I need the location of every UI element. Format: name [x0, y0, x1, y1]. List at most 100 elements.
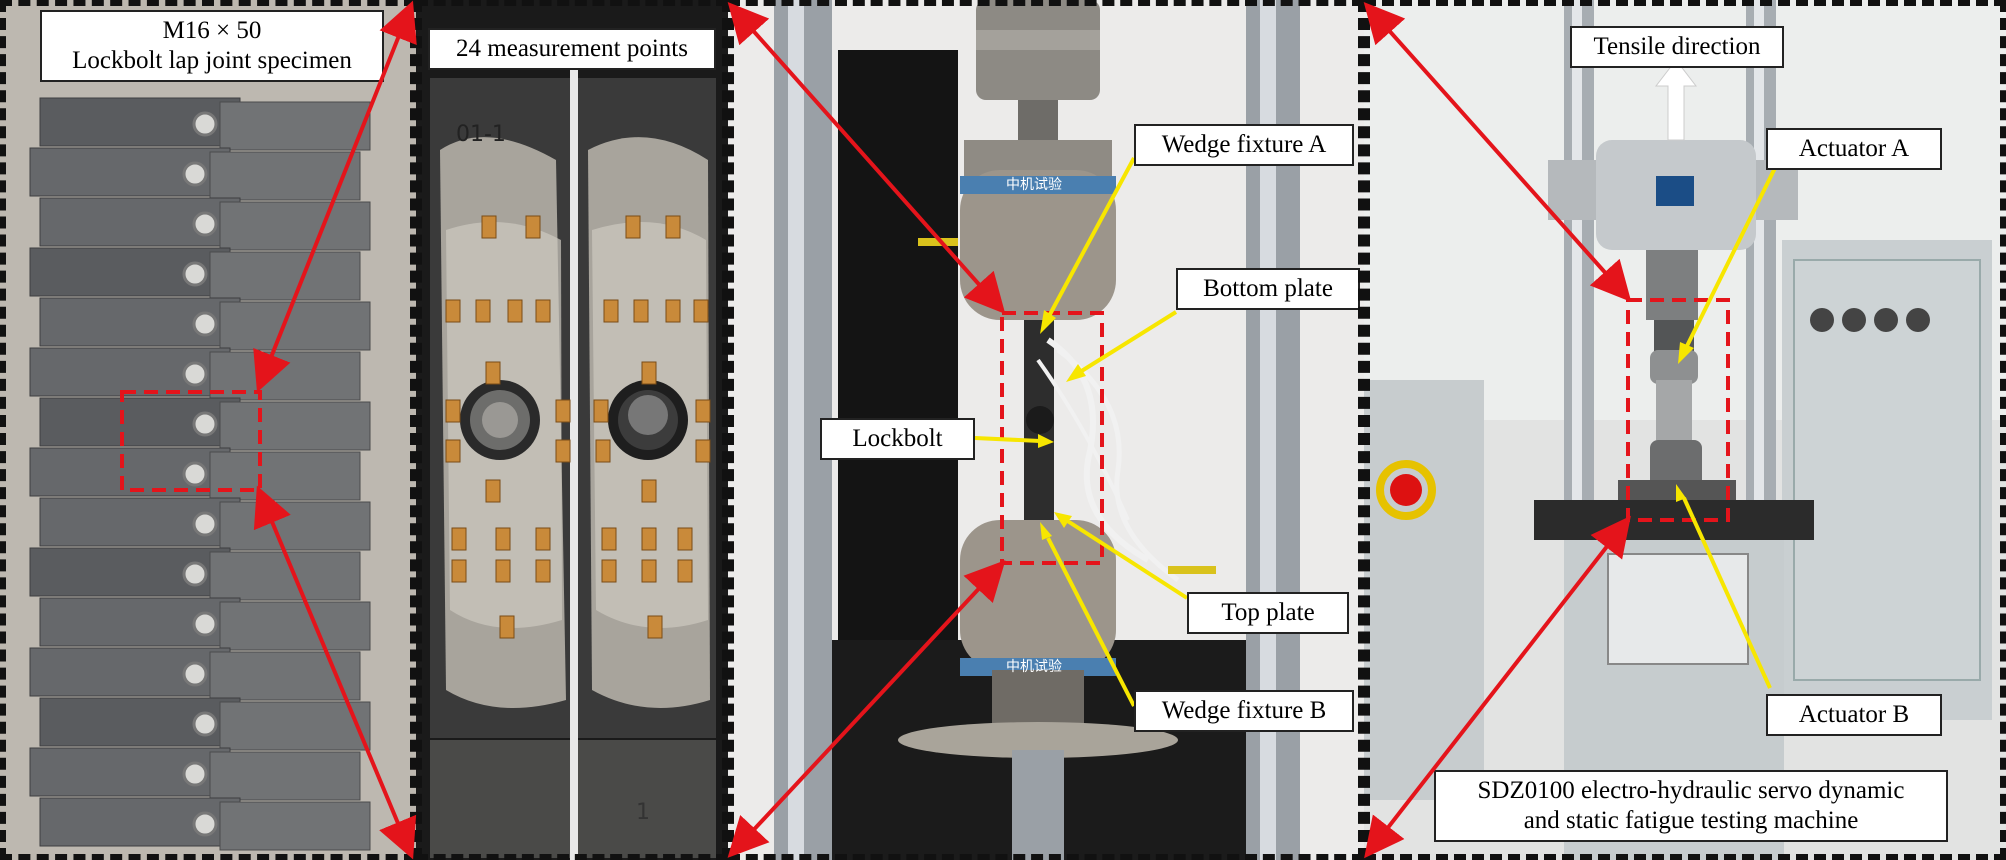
lockbolt-head — [182, 261, 208, 287]
specimen-plate-right — [219, 101, 371, 151]
strain-gauge — [535, 527, 551, 551]
strain-gauge — [485, 479, 501, 503]
strain-gauge — [507, 299, 523, 323]
lockbolt-head — [192, 511, 218, 537]
specimen-plate-right — [209, 551, 361, 601]
yellow-pointer-actuator-a — [1678, 165, 1778, 364]
strain-gauge — [535, 559, 551, 583]
strain-gauge — [445, 439, 461, 463]
strain-gauge — [641, 479, 657, 503]
label-lockbolt: Lockbolt — [820, 418, 975, 460]
specimen-plate-left — [39, 597, 241, 647]
specimen-plate-right — [219, 701, 371, 751]
plate-mark-right: 1 — [636, 800, 650, 825]
panel-specimens: M16 × 50 Lockbolt lap joint specimen — [0, 0, 416, 860]
strain-gauge — [451, 527, 467, 551]
strain-gauge — [641, 361, 657, 385]
strain-gauge — [595, 439, 611, 463]
label-wedge-fixture-b: Wedge fixture B — [1134, 690, 1354, 732]
specimen-plate-right — [219, 601, 371, 651]
specimen-plate-right — [209, 451, 361, 501]
specimen-plate-right — [219, 801, 371, 851]
specimen-plate-right — [219, 301, 371, 351]
label-testing-machine: SDZ0100 electro-hydraulic servo dynamic … — [1434, 770, 1948, 842]
strain-gauge — [445, 299, 461, 323]
panel-strain-gauges: 01-1 1 24 measurement points — [416, 0, 728, 860]
label-bottom-plate: Bottom plate — [1176, 268, 1360, 310]
lockbolt-head — [182, 661, 208, 687]
strain-gauges — [445, 215, 711, 639]
strain-gauge — [495, 527, 511, 551]
strain-gauge — [695, 399, 711, 423]
plate-mark-left: 01-1 — [456, 122, 506, 147]
strain-gauge — [665, 299, 681, 323]
label-wedge-fixture-a: Wedge fixture A — [1134, 124, 1354, 166]
lockbolt-head — [192, 111, 218, 137]
specimen-plate-right — [209, 351, 361, 401]
strain-gauge — [475, 299, 491, 323]
strain-gauge — [451, 559, 467, 583]
strain-gauge — [601, 527, 617, 551]
specimen-title-label: M16 × 50 Lockbolt lap joint specimen — [40, 10, 384, 82]
specimen-title-line1: M16 × 50 — [162, 17, 262, 44]
strain-gauge — [665, 215, 681, 239]
label-top-plate: Top plate — [1187, 592, 1349, 634]
label-actuator-b: Actuator B — [1766, 694, 1942, 736]
yellow-pointer-actuator-b — [1676, 484, 1772, 689]
strain-gauge — [555, 399, 571, 423]
specimen-plate-right — [209, 251, 361, 301]
lockbolt-head — [182, 361, 208, 387]
lockbolt-head — [182, 161, 208, 187]
strain-gauge — [641, 559, 657, 583]
lockbolt-head — [182, 461, 208, 487]
lockbolt-head — [192, 211, 218, 237]
label-actuator-a: Actuator A — [1766, 128, 1942, 170]
specimen-plate-right — [219, 501, 371, 551]
label-tensile-direction: Tensile direction — [1570, 26, 1784, 68]
strain-gauge — [625, 215, 641, 239]
specimen-title-line2: Lockbolt lap joint specimen — [72, 47, 352, 74]
lockbolt-head — [182, 561, 208, 587]
yellow-pointer-wedge-a — [1040, 157, 1136, 334]
lockbolt-head — [192, 311, 218, 337]
strain-gauge — [481, 215, 497, 239]
lockbolt-head — [192, 811, 218, 837]
strain-gauge — [693, 299, 709, 323]
panel-testing-machine: Tensile direction Actuator A Actuator B … — [1364, 0, 2006, 860]
brand-text-lower: 中机试验 — [1006, 659, 1062, 675]
lockbolt-head — [182, 761, 208, 787]
strain-gauge-photo — [416, 0, 728, 860]
yellow-pointer-bottom-plate — [1066, 310, 1178, 382]
machine-label-line1: SDZ0100 electro-hydraulic servo dynamic — [1477, 777, 1905, 804]
strain-gauge — [641, 527, 657, 551]
strain-gauge — [603, 299, 619, 323]
strain-gauge — [525, 215, 541, 239]
strain-gauge — [695, 439, 711, 463]
strain-gauge — [593, 399, 609, 423]
strain-gauge — [677, 559, 693, 583]
strain-gauge — [677, 527, 693, 551]
yellow-pointer-top-plate — [1054, 512, 1189, 600]
specimen-plate-right — [219, 401, 371, 451]
strain-gauge — [647, 615, 663, 639]
specimen-stack — [29, 97, 371, 851]
strain-gauge — [535, 299, 551, 323]
panel-fixture: 中机试验 中机试验 Wedge fixture A Bottom plate L… — [728, 0, 1364, 860]
measurement-points-label: 24 measurement points — [428, 28, 716, 70]
strain-gauge — [445, 399, 461, 423]
lockbolt-head — [192, 411, 218, 437]
lockbolt-head — [192, 611, 218, 637]
machine-label-line2: and static fatigue testing machine — [1523, 807, 1859, 834]
strain-gauge — [485, 361, 501, 385]
tensile-arrow-icon — [1654, 59, 1698, 141]
yellow-pointer-wedge-b — [1040, 522, 1136, 707]
strain-gauge — [633, 299, 649, 323]
specimen-plate-right — [209, 651, 361, 701]
strain-gauge — [495, 559, 511, 583]
brand-text-upper: 中机试验 — [1006, 177, 1062, 193]
specimen-plate-right — [219, 201, 371, 251]
yellow-pointer-lockbolt — [974, 434, 1054, 448]
specimens-photo — [0, 0, 416, 860]
lockbolt-head — [192, 711, 218, 737]
specimen-plate-right — [209, 751, 361, 801]
